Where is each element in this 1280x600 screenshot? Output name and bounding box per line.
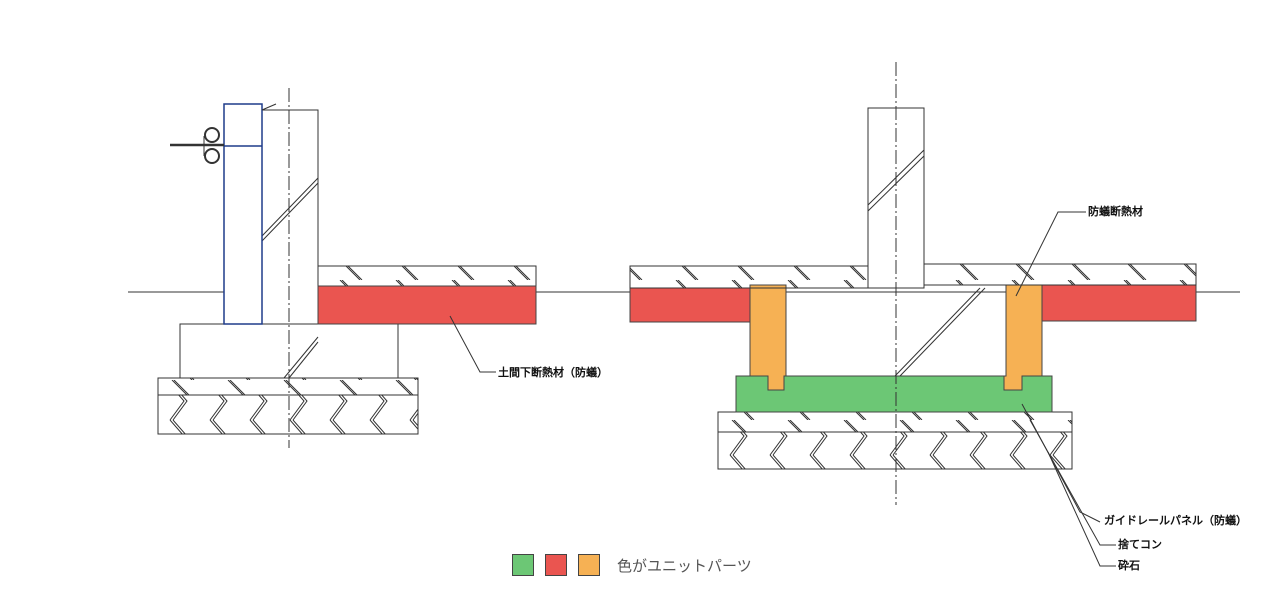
termite-insulation-leader xyxy=(1015,211,1086,297)
legend-text: 色がユニットパーツ xyxy=(617,556,752,575)
lean-concrete-label: 捨てコン xyxy=(1118,538,1162,551)
left-stem-wall xyxy=(261,109,319,325)
left-slab-insulation xyxy=(317,285,537,325)
lean-concrete-leader xyxy=(1029,419,1116,546)
legend-swatch-orange xyxy=(578,554,600,576)
left-detail xyxy=(157,88,537,448)
crushed-stone-leader xyxy=(1047,451,1116,567)
right-insulation-outer-left xyxy=(629,287,751,323)
right-insulation-outer-right xyxy=(1041,284,1197,322)
termite-insulation-left xyxy=(749,284,787,391)
crushed-stone-label: 砕石 xyxy=(1118,559,1140,572)
color-legend: 色がユニットパーツ xyxy=(512,554,752,576)
legend-swatch-red xyxy=(545,554,567,576)
left-floor-slab xyxy=(317,265,537,287)
right-floor-slab-left xyxy=(629,265,869,289)
termite-insulation-label: 防蟻断熱材 xyxy=(1088,205,1143,218)
termite-insulation-right xyxy=(1003,284,1043,391)
slab-insulation-leader xyxy=(449,315,496,373)
guide-rail-panel-label: ガイドレールパネル（防蟻） xyxy=(1104,514,1247,527)
slab-insulation-label: 土間下断熱材（防蟻） xyxy=(498,366,608,379)
left-sill-post xyxy=(223,103,263,325)
right-detail xyxy=(629,62,1197,567)
right-floor-slab-right xyxy=(923,263,1197,286)
legend-swatch-green xyxy=(512,554,534,576)
